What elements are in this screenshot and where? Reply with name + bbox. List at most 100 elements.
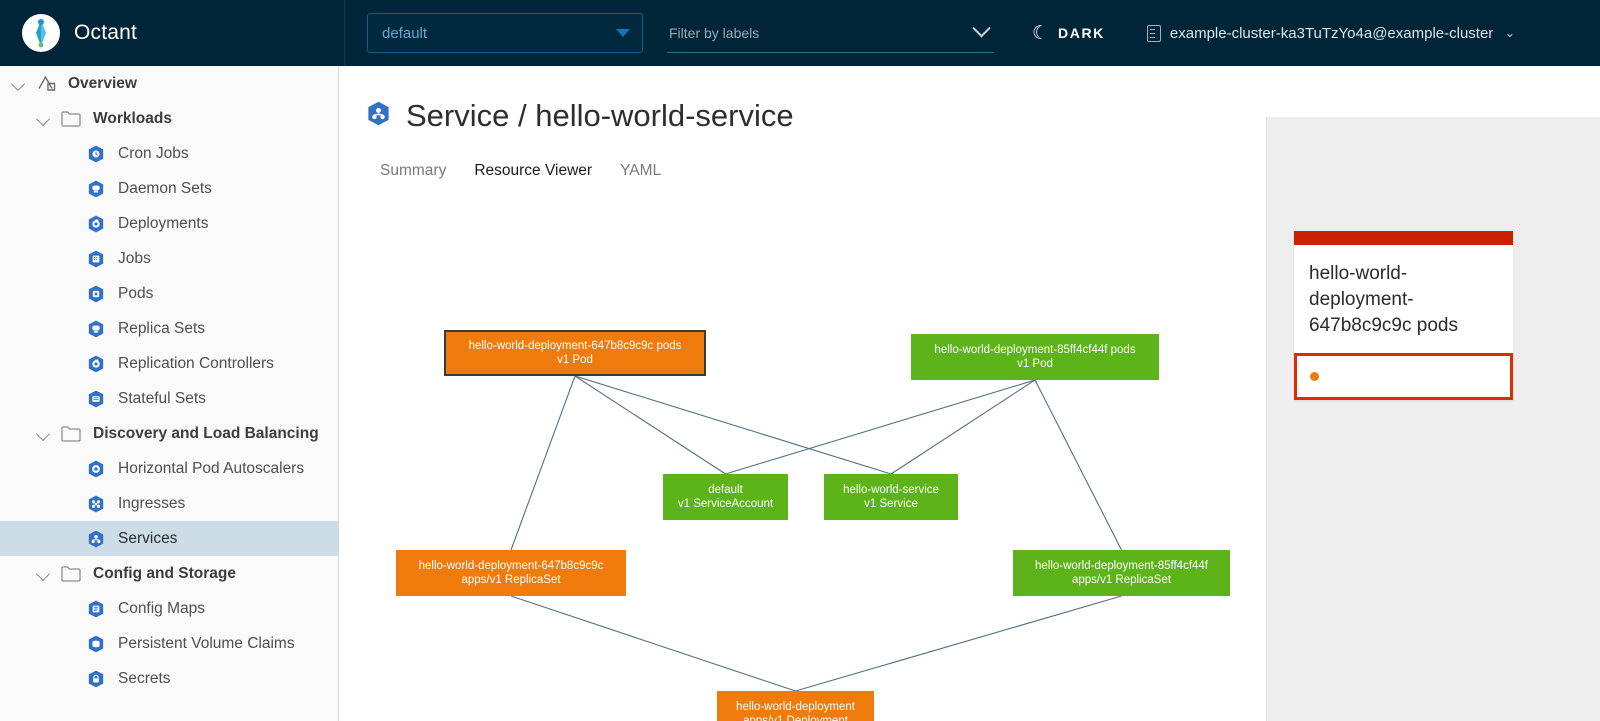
chevron-down-icon[interactable]	[35, 425, 53, 443]
tab-yaml[interactable]: YAML	[620, 162, 662, 179]
folder-icon	[61, 565, 83, 582]
sidebar-item-label: Jobs	[118, 249, 151, 267]
sidebar-item-ingresses[interactable]: Ingresses	[0, 486, 338, 521]
card-status-section	[1294, 353, 1513, 400]
sidebar-item-label: Replication Controllers	[118, 354, 274, 372]
k8s-job-icon	[86, 249, 106, 269]
sidebar-item-label: Secrets	[118, 669, 171, 687]
graph-node-pod-85f[interactable]: hello-world-deployment-85ff4cf44f pods v1…	[911, 334, 1159, 380]
theme-toggle-button[interactable]: ☾ DARK	[1032, 24, 1105, 43]
graph-edge	[795, 595, 1122, 692]
sidebar-item-discovery-and-load-balancing[interactable]: Discovery and Load Balancing	[0, 416, 338, 451]
sidebar-item-config-maps[interactable]: Config Maps	[0, 591, 338, 626]
graph-node-name: hello-world-deployment-647b8c9c9c	[418, 560, 604, 572]
sidebar-item-replica-sets[interactable]: Replica Sets	[0, 311, 338, 346]
card-accent-bar	[1294, 231, 1513, 245]
folder-icon	[61, 425, 83, 442]
graph-node-name: hello-world-deployment	[736, 701, 855, 713]
cluster-context-selector[interactable]: example-cluster-ka3TuTzYo4a@example-clus…	[1146, 24, 1516, 42]
sidebar-item-label: Cron Jobs	[118, 144, 189, 162]
card-title: hello-world-deployment-647b8c9c9c pods	[1309, 263, 1458, 336]
sidebar-item-label: Deployments	[118, 214, 209, 232]
graph-node-pod-647[interactable]: hello-world-deployment-647b8c9c9c pods v1…	[444, 330, 706, 376]
label-filter-placeholder: Filter by labels	[669, 24, 760, 41]
sidebar-item-persistent-volume-claims[interactable]: Persistent Volume Claims	[0, 626, 338, 661]
k8s-secret-icon	[86, 669, 106, 689]
sidebar-item-pods[interactable]: Pods	[0, 276, 338, 311]
sidebar-item-overview[interactable]: Overview	[0, 66, 338, 101]
brand-name: Octant	[74, 21, 138, 44]
sidebar-item-jobs[interactable]: Jobs	[0, 241, 338, 276]
graph-node-kind: v1 Pod	[557, 354, 593, 366]
graph-node-rs-647[interactable]: hello-world-deployment-647b8c9c9c apps/v1…	[396, 550, 626, 596]
k8s-pod-icon	[86, 284, 106, 304]
page-title-text: Service / hello-world-service	[406, 98, 794, 133]
namespace-select-value: default	[382, 24, 428, 42]
sidebar-item-label: Replica Sets	[118, 319, 206, 337]
sidebar-item-label: Stateful Sets	[118, 389, 206, 407]
graph-node-deploy[interactable]: hello-world-deployment apps/v1 Deployment	[717, 691, 874, 721]
sidebar-item-daemon-sets[interactable]: Daemon Sets	[0, 171, 338, 206]
moon-icon: ☾	[1032, 22, 1050, 44]
graph-edge	[725, 379, 1036, 475]
chevron-down-icon[interactable]	[10, 75, 28, 93]
graph-node-kind: apps/v1 ReplicaSet	[461, 574, 561, 586]
sidebar-item-label: Ingresses	[118, 494, 186, 512]
k8s-service-icon	[365, 100, 392, 132]
graph-edge	[510, 595, 796, 692]
folder-icon	[61, 110, 83, 127]
sidebar-item-cron-jobs[interactable]: Cron Jobs	[0, 136, 338, 171]
sidebar-item-label: Workloads	[93, 109, 172, 127]
sidebar-item-replication-controllers[interactable]: Replication Controllers	[0, 346, 338, 381]
sidebar-item-stateful-sets[interactable]: Stateful Sets	[0, 381, 338, 416]
chevron-down-icon	[972, 19, 991, 38]
chevron-down-small-icon: ⌄	[1504, 25, 1516, 40]
warning-status-dot	[1310, 372, 1319, 381]
top-header: Octant default Filter by labels ☾ DARK e…	[0, 0, 1600, 66]
k8s-hpa-icon	[86, 459, 106, 479]
namespace-select[interactable]: default	[367, 13, 643, 53]
applications-icon	[36, 74, 58, 93]
sidebar-item-label: Config Maps	[118, 599, 206, 617]
tab-summary[interactable]: Summary	[380, 162, 447, 179]
graph-edge	[1034, 379, 1122, 551]
graph-edge	[890, 379, 1036, 475]
chevron-down-icon[interactable]	[35, 565, 53, 583]
graph-node-name: hello-world-deployment-85ff4cf44f	[1034, 560, 1209, 572]
sidebar-item-horizontal-pod-autoscalers[interactable]: Horizontal Pod Autoscalers	[0, 451, 338, 486]
k8s-replicaset-icon	[86, 319, 106, 339]
sidebar-item-label: Horizontal Pod Autoscalers	[118, 459, 305, 477]
k8s-deployment-icon	[86, 214, 106, 234]
sidebar-item-secrets[interactable]: Secrets	[0, 661, 338, 696]
graph-edge	[510, 375, 576, 551]
graph-node-kind: v1 Pod	[1017, 358, 1053, 370]
selected-node-card[interactable]: hello-world-deployment-647b8c9c9c pods	[1294, 231, 1513, 400]
sidebar-item-config-and-storage[interactable]: Config and Storage	[0, 556, 338, 591]
graph-node-kind: apps/v1 Deployment	[743, 715, 848, 721]
brand-area[interactable]: Octant	[0, 0, 345, 66]
graph-node-name: hello-world-service	[843, 484, 939, 496]
sidebar-item-workloads[interactable]: Workloads	[0, 101, 338, 136]
chevron-down-icon[interactable]	[35, 110, 53, 128]
sidebar-item-label: Daemon Sets	[118, 179, 212, 197]
graph-node-name: hello-world-deployment-85ff4cf44f pods	[934, 344, 1136, 356]
k8s-configmap-icon	[86, 599, 106, 619]
sidebar-item-label: Discovery and Load Balancing	[93, 424, 319, 442]
k8s-statefulset-icon	[86, 389, 106, 409]
page-title: Service / hello-world-service	[340, 66, 1600, 134]
k8s-daemonset-icon	[86, 179, 106, 199]
graph-edge	[574, 375, 892, 475]
cluster-context-label: example-cluster-ka3TuTzYo4a@example-clus…	[1169, 24, 1494, 42]
k8s-pvc-icon	[86, 634, 106, 654]
k8s-replicationcontroller-icon	[86, 354, 106, 374]
sidebar-item-deployments[interactable]: Deployments	[0, 206, 338, 241]
cluster-context-icon	[1146, 24, 1161, 42]
label-filter-input[interactable]: Filter by labels	[667, 13, 994, 53]
sidebar-item-services[interactable]: Services	[0, 521, 338, 556]
sidebar-item-label: Pods	[118, 284, 154, 302]
graph-node-name: hello-world-deployment-647b8c9c9c pods	[468, 340, 682, 352]
